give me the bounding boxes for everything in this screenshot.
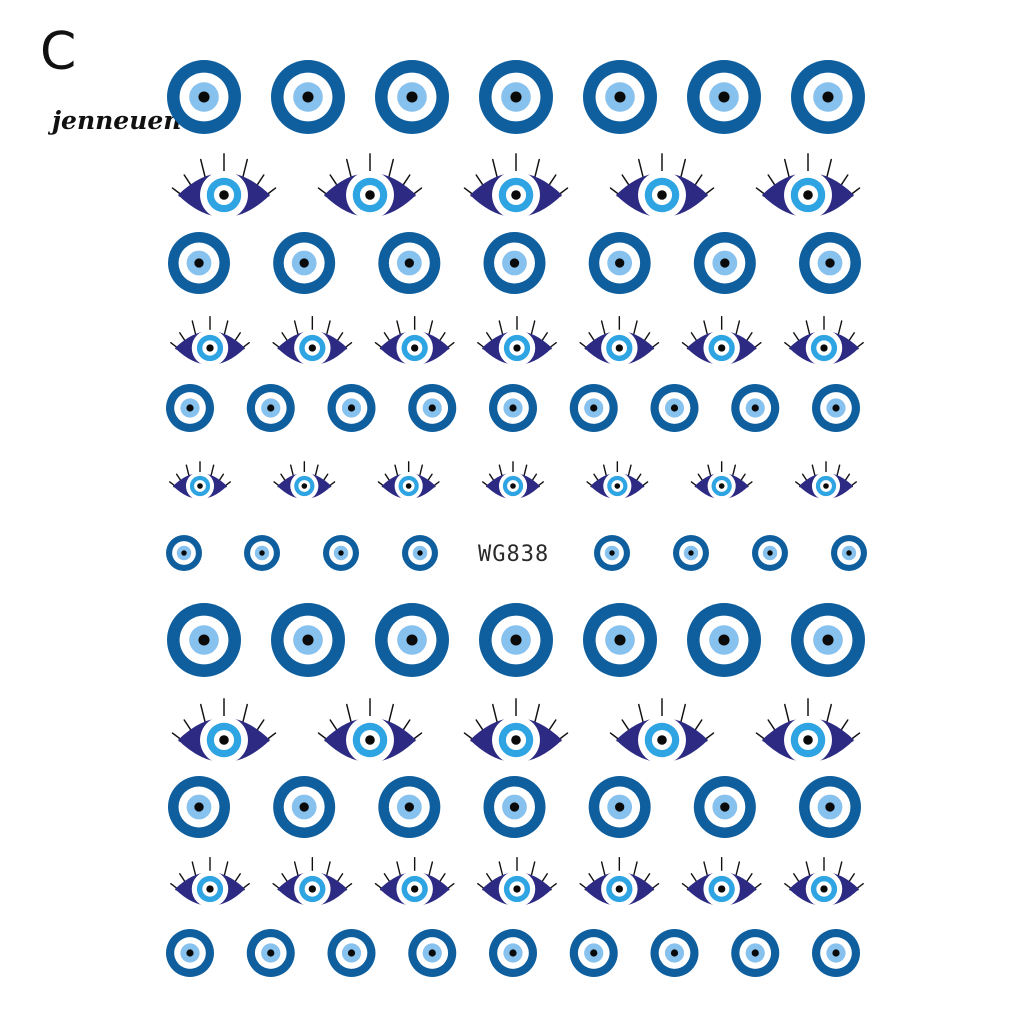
eyelash-eye-icon: [377, 461, 440, 501]
evil-eye-icon: [791, 603, 865, 677]
eyelash-eye-icon: [317, 698, 423, 764]
evil-eye-icon: [650, 929, 699, 977]
evil-eye-icon: [479, 603, 553, 677]
eyelash-eye-icon: [169, 461, 231, 501]
eyelash-eye-icon: [477, 315, 557, 367]
evil-eye-icon: [327, 384, 376, 432]
evil-eye-icon: [246, 929, 295, 977]
evil-eye-icon: [323, 535, 359, 571]
evil-eye-icon: [479, 60, 553, 134]
evil-eye-icon: [594, 535, 630, 571]
evil-eye-icon: [166, 535, 202, 571]
eyelash-eye-icon: [755, 698, 861, 764]
evil-eye-icon: [378, 232, 441, 294]
evil-eye-icon: [375, 60, 449, 134]
eyelash-eye-icon: [272, 856, 353, 908]
evil-eye-icon: [375, 603, 449, 677]
eyelash-eye-icon: [579, 856, 660, 908]
variant-label: C: [40, 22, 77, 82]
evil-eye-icon: [752, 535, 788, 571]
eyelash-eye-icon: [795, 461, 857, 501]
eyelash-eye-icon: [609, 698, 715, 764]
evil-eye-icon: [168, 232, 230, 294]
evil-eye-icon: [687, 60, 761, 134]
evil-eye-icon: [408, 384, 457, 432]
evil-eye-icon: [693, 232, 756, 294]
evil-eye-icon: [831, 535, 867, 571]
evil-eye-icon: [244, 535, 280, 571]
evil-eye-icon: [166, 929, 214, 977]
eyelash-eye-icon: [784, 315, 864, 367]
evil-eye-icon: [408, 929, 457, 977]
evil-eye-icon: [327, 929, 376, 977]
eyelash-eye-icon: [171, 698, 277, 764]
evil-eye-icon: [166, 384, 214, 432]
evil-eye-icon: [167, 60, 241, 134]
evil-eye-icon: [273, 232, 336, 294]
eyelash-eye-icon: [317, 153, 423, 219]
eyelash-eye-icon: [463, 153, 569, 219]
evil-eye-icon: [271, 60, 345, 134]
evil-eye-icon: [271, 603, 345, 677]
eyelash-eye-icon: [482, 461, 544, 501]
evil-eye-icon: [483, 232, 546, 294]
eyelash-eye-icon: [579, 315, 660, 367]
evil-eye-icon: [799, 776, 861, 838]
eyelash-eye-icon: [681, 856, 762, 908]
evil-eye-icon: [731, 384, 780, 432]
evil-eye-icon: [731, 929, 780, 977]
evil-eye-icon: [693, 776, 756, 838]
eyelash-eye-icon: [681, 315, 762, 367]
evil-eye-icon: [378, 776, 441, 838]
evil-eye-icon: [812, 384, 860, 432]
evil-eye-icon: [569, 384, 618, 432]
evil-eye-icon: [489, 384, 537, 432]
evil-eye-icon: [799, 232, 861, 294]
eyelash-eye-icon: [755, 153, 861, 219]
evil-eye-icon: [489, 929, 537, 977]
eyelash-eye-icon: [690, 461, 753, 501]
brand-logo: jenneuen: [52, 106, 182, 135]
evil-eye-icon: [588, 232, 651, 294]
eyelash-eye-icon: [170, 315, 250, 367]
evil-eye-icon: [583, 603, 657, 677]
eyelash-eye-icon: [784, 856, 864, 908]
eyelash-eye-icon: [477, 856, 557, 908]
evil-eye-icon: [791, 60, 865, 134]
evil-eye-icon: [483, 776, 546, 838]
eyelash-eye-icon: [463, 698, 569, 764]
evil-eye-icon: [273, 776, 336, 838]
eyelash-eye-icon: [273, 461, 336, 501]
eyelash-eye-icon: [170, 856, 250, 908]
eyelash-eye-icon: [374, 315, 455, 367]
evil-eye-icon: [588, 776, 651, 838]
evil-eye-icon: [650, 384, 699, 432]
evil-eye-icon: [246, 384, 295, 432]
evil-eye-icon: [167, 603, 241, 677]
eyelash-eye-icon: [586, 461, 649, 501]
evil-eye-icon: [168, 776, 230, 838]
eyelash-eye-icon: [171, 153, 277, 219]
eyelash-eye-icon: [609, 153, 715, 219]
eyelash-eye-icon: [374, 856, 455, 908]
evil-eye-icon: [673, 535, 709, 571]
evil-eye-icon: [687, 603, 761, 677]
evil-eye-icon: [583, 60, 657, 134]
evil-eye-icon: [812, 929, 860, 977]
product-code: WG838: [478, 542, 550, 567]
eyelash-eye-icon: [272, 315, 353, 367]
evil-eye-icon: [569, 929, 618, 977]
evil-eye-icon: [402, 535, 438, 571]
